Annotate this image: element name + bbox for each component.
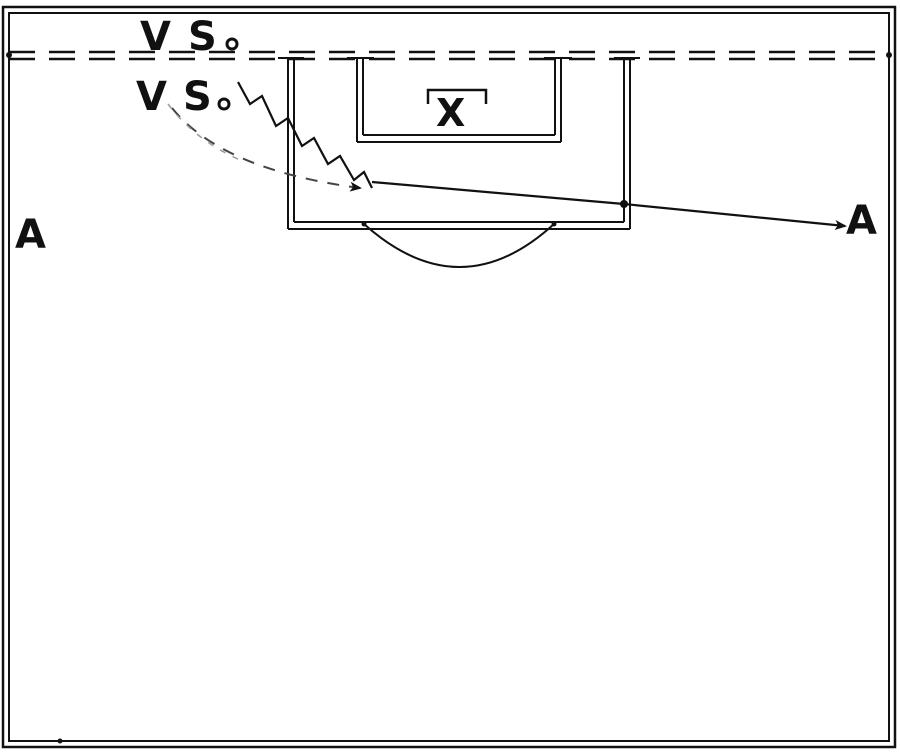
vso-top-s: S xyxy=(188,14,217,60)
a-right-label: A xyxy=(846,198,877,244)
left-connector-frame xyxy=(278,57,630,230)
main-arrow xyxy=(371,180,847,230)
zigzag-path xyxy=(237,81,373,189)
vso-mid-label: V S xyxy=(136,74,231,120)
vso-mid-v: V xyxy=(136,74,167,120)
bottom-left-dot xyxy=(57,738,63,744)
curve-right-node xyxy=(551,221,557,227)
dashed-line-right-node xyxy=(886,52,892,58)
vso-mid-s: S xyxy=(183,74,212,120)
dashed-line xyxy=(9,50,889,61)
x-label-bracket xyxy=(426,88,488,104)
lower-curve xyxy=(363,223,555,268)
vso-top-v: V xyxy=(140,14,171,60)
junction-node xyxy=(620,200,628,208)
right-connector-frame xyxy=(614,57,640,229)
dashed-arc-arrow xyxy=(171,107,362,192)
dashed-line-left-node xyxy=(6,52,12,58)
vso-top-label: V S xyxy=(140,14,239,60)
outer-frame xyxy=(1,5,897,749)
a-left-label: A xyxy=(15,212,46,258)
vso-top-subscript-circle xyxy=(225,37,239,51)
x-label: X xyxy=(436,91,465,135)
faint-dashed-arc xyxy=(167,103,241,161)
x-box-frame xyxy=(347,57,572,143)
vso-mid-subscript-circle xyxy=(217,97,231,111)
curve-left-node xyxy=(361,221,367,227)
